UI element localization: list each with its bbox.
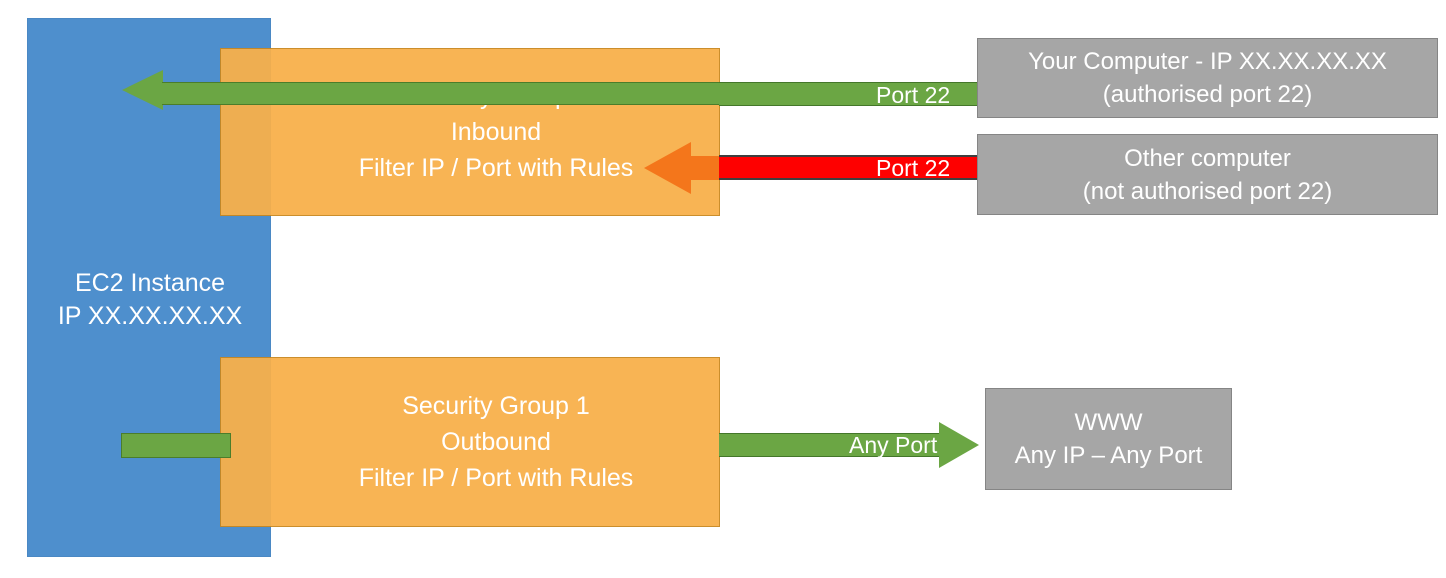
ec2-instance-ip: IP XX.XX.XX.XX xyxy=(57,302,243,330)
outbound-origin-connector xyxy=(121,433,231,458)
www-line1: WWW xyxy=(1074,409,1143,436)
endpoint-your-computer-box: Your Computer - IP XX.XX.XX.XX (authoris… xyxy=(977,38,1438,118)
blocked-port22-connector xyxy=(719,155,979,180)
sg-inbound-line2: Inbound xyxy=(450,118,542,146)
arrow-head-right-icon xyxy=(939,422,979,468)
arrow-head-left-blocked-icon xyxy=(644,142,691,194)
allowed-port22-connector xyxy=(719,82,979,106)
your-computer-line1: Your Computer - IP XX.XX.XX.XX xyxy=(1028,48,1387,75)
security-group-outbound-label: Security Group 1 Outbound Filter IP / Po… xyxy=(271,358,721,526)
arrow-shaft-outbound xyxy=(719,433,941,457)
arrow-head-left-icon xyxy=(122,70,163,110)
ec2-instance-name: EC2 Instance xyxy=(74,269,226,297)
allowed-inbound-arrow-icon xyxy=(122,70,722,110)
security-group-outbound-box: Security Group 1 Outbound Filter IP / Po… xyxy=(220,357,720,527)
arrow-shaft xyxy=(162,82,722,105)
endpoint-other-computer-box: Other computer (not authorised port 22) xyxy=(977,134,1438,215)
endpoint-www-box: WWW Any IP – Any Port xyxy=(985,388,1232,490)
sg-outbound-line1: Security Group 1 xyxy=(402,392,590,420)
your-computer-line2: (authorised port 22) xyxy=(1102,81,1313,108)
arrow-shaft-blocked xyxy=(690,156,722,180)
ec2-instance-label: EC2 Instance IP XX.XX.XX.XX xyxy=(28,267,272,333)
sg-outbound-line2: Outbound xyxy=(441,428,551,456)
other-computer-line1: Other computer xyxy=(1124,144,1291,172)
sg-outbound-line3: Filter IP / Port with Rules xyxy=(358,464,634,492)
blocked-inbound-arrow-icon xyxy=(644,142,722,194)
allowed-outbound-arrow-icon xyxy=(719,422,979,468)
www-line2: Any IP – Any Port xyxy=(1014,442,1203,469)
sg-inbound-line3: Filter IP / Port with Rules xyxy=(358,154,634,182)
other-computer-line2: (not authorised port 22) xyxy=(1082,177,1333,205)
